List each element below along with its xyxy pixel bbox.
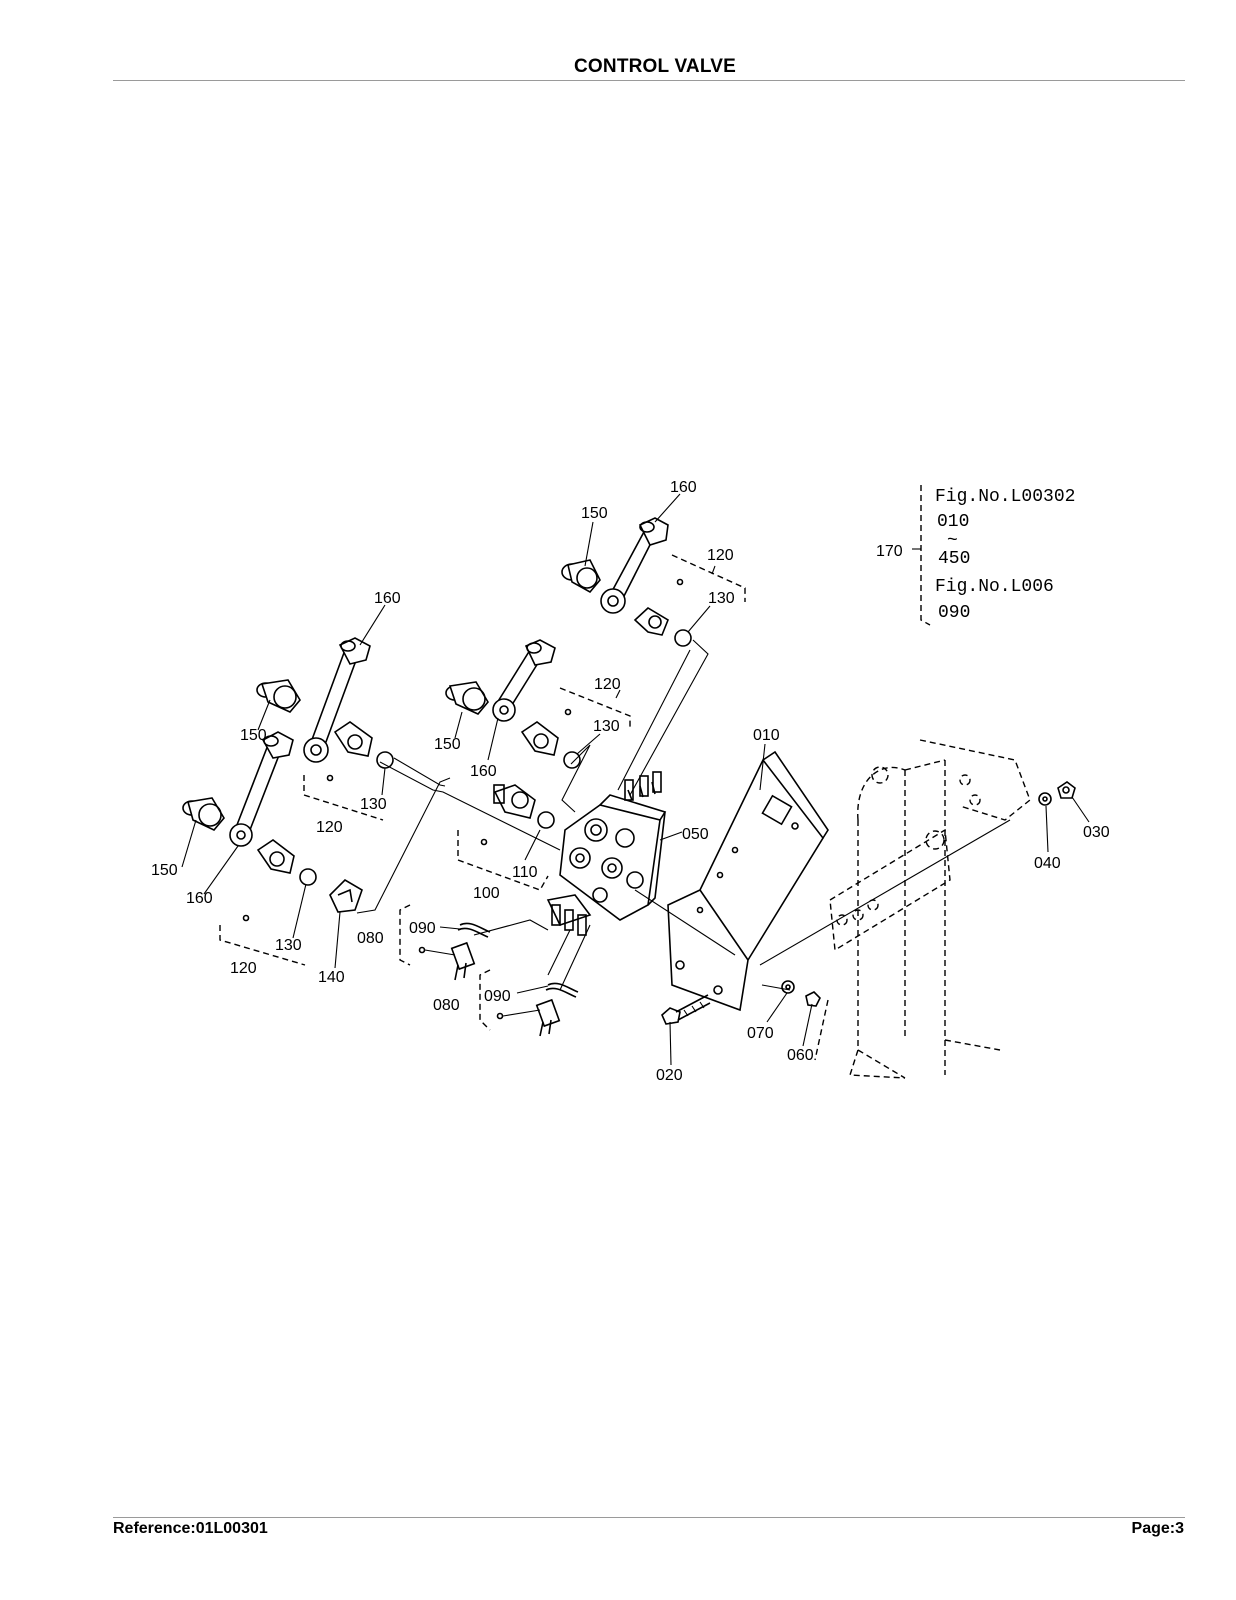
callout-070: 070	[747, 1025, 774, 1042]
callout-130: 130	[360, 796, 387, 813]
bolt-020	[661, 994, 711, 1025]
callout-170: 170	[876, 543, 903, 560]
control-valve-body	[546, 771, 667, 936]
nut-060	[805, 991, 821, 1007]
callout-160: 160	[670, 479, 697, 496]
callout-050: 050	[682, 826, 709, 843]
leader-lines	[181, 493, 1090, 1066]
lever-assembly-lower-left	[182, 731, 317, 922]
footer-page-number: Page:3	[1131, 1520, 1184, 1537]
note-item-090: 090	[938, 603, 970, 623]
lever-assembly-middle	[445, 639, 581, 769]
callout-090: 090	[484, 988, 511, 1005]
switch-lower	[496, 982, 579, 1037]
callout-090: 090	[409, 920, 436, 937]
washer-040	[1038, 792, 1052, 806]
callout-160: 160	[374, 590, 401, 607]
callout-140: 140	[318, 969, 345, 986]
nut-030	[1057, 781, 1076, 799]
figure-reference-note: 170 Fig.No.L00302 010 ~ 450 Fig.No.L006 …	[876, 487, 1075, 623]
note-fig-no-l006: Fig.No.L006	[935, 577, 1054, 597]
note-fig-no-l00302: Fig.No.L00302	[935, 487, 1075, 507]
callout-010: 010	[753, 727, 780, 744]
footer-rule	[113, 1517, 1185, 1518]
callout-120: 120	[594, 676, 621, 693]
callout-150: 150	[434, 736, 461, 753]
callout-120: 120	[316, 819, 343, 836]
washer-070	[781, 980, 795, 994]
callout-130: 130	[275, 937, 302, 954]
callout-120: 120	[707, 547, 734, 564]
note-range-tilde: ~	[947, 531, 958, 551]
callout-030: 030	[1083, 824, 1110, 841]
valve-connector	[480, 784, 555, 846]
mounting-frame	[814, 739, 1031, 1079]
group-brackets	[219, 485, 931, 1031]
callout-080: 080	[433, 997, 460, 1014]
callout-080: 080	[357, 930, 384, 947]
footer-reference: Reference:01L00301	[113, 1520, 268, 1537]
note-range-start: 010	[937, 512, 969, 532]
page-title: CONTROL VALVE	[574, 56, 736, 77]
callout-150: 150	[581, 505, 608, 522]
wire-clip	[329, 878, 363, 913]
callout-110: 110	[512, 864, 538, 881]
callout-120: 120	[230, 960, 257, 977]
callout-020: 020	[656, 1067, 683, 1084]
note-range-end: 450	[938, 549, 970, 569]
callout-130: 130	[593, 718, 620, 735]
callout-labels: 160 150 120 130 160 150 130 120 120 130 …	[151, 479, 1110, 1084]
callout-160: 160	[470, 763, 497, 780]
lever-assembly-upper-left	[256, 637, 394, 782]
callout-130: 130	[708, 590, 735, 607]
callout-150: 150	[151, 862, 178, 879]
callout-160: 160	[186, 890, 213, 907]
callout-040: 040	[1034, 855, 1061, 872]
lever-assembly-top	[561, 517, 692, 647]
switch-upper	[418, 922, 491, 981]
callout-150: 150	[240, 727, 267, 744]
mounting-bracket	[667, 750, 829, 1012]
header-rule	[113, 80, 1185, 81]
callout-100: 100	[473, 885, 500, 902]
linkage-rods	[356, 639, 1011, 991]
callout-060: 060	[787, 1047, 814, 1064]
